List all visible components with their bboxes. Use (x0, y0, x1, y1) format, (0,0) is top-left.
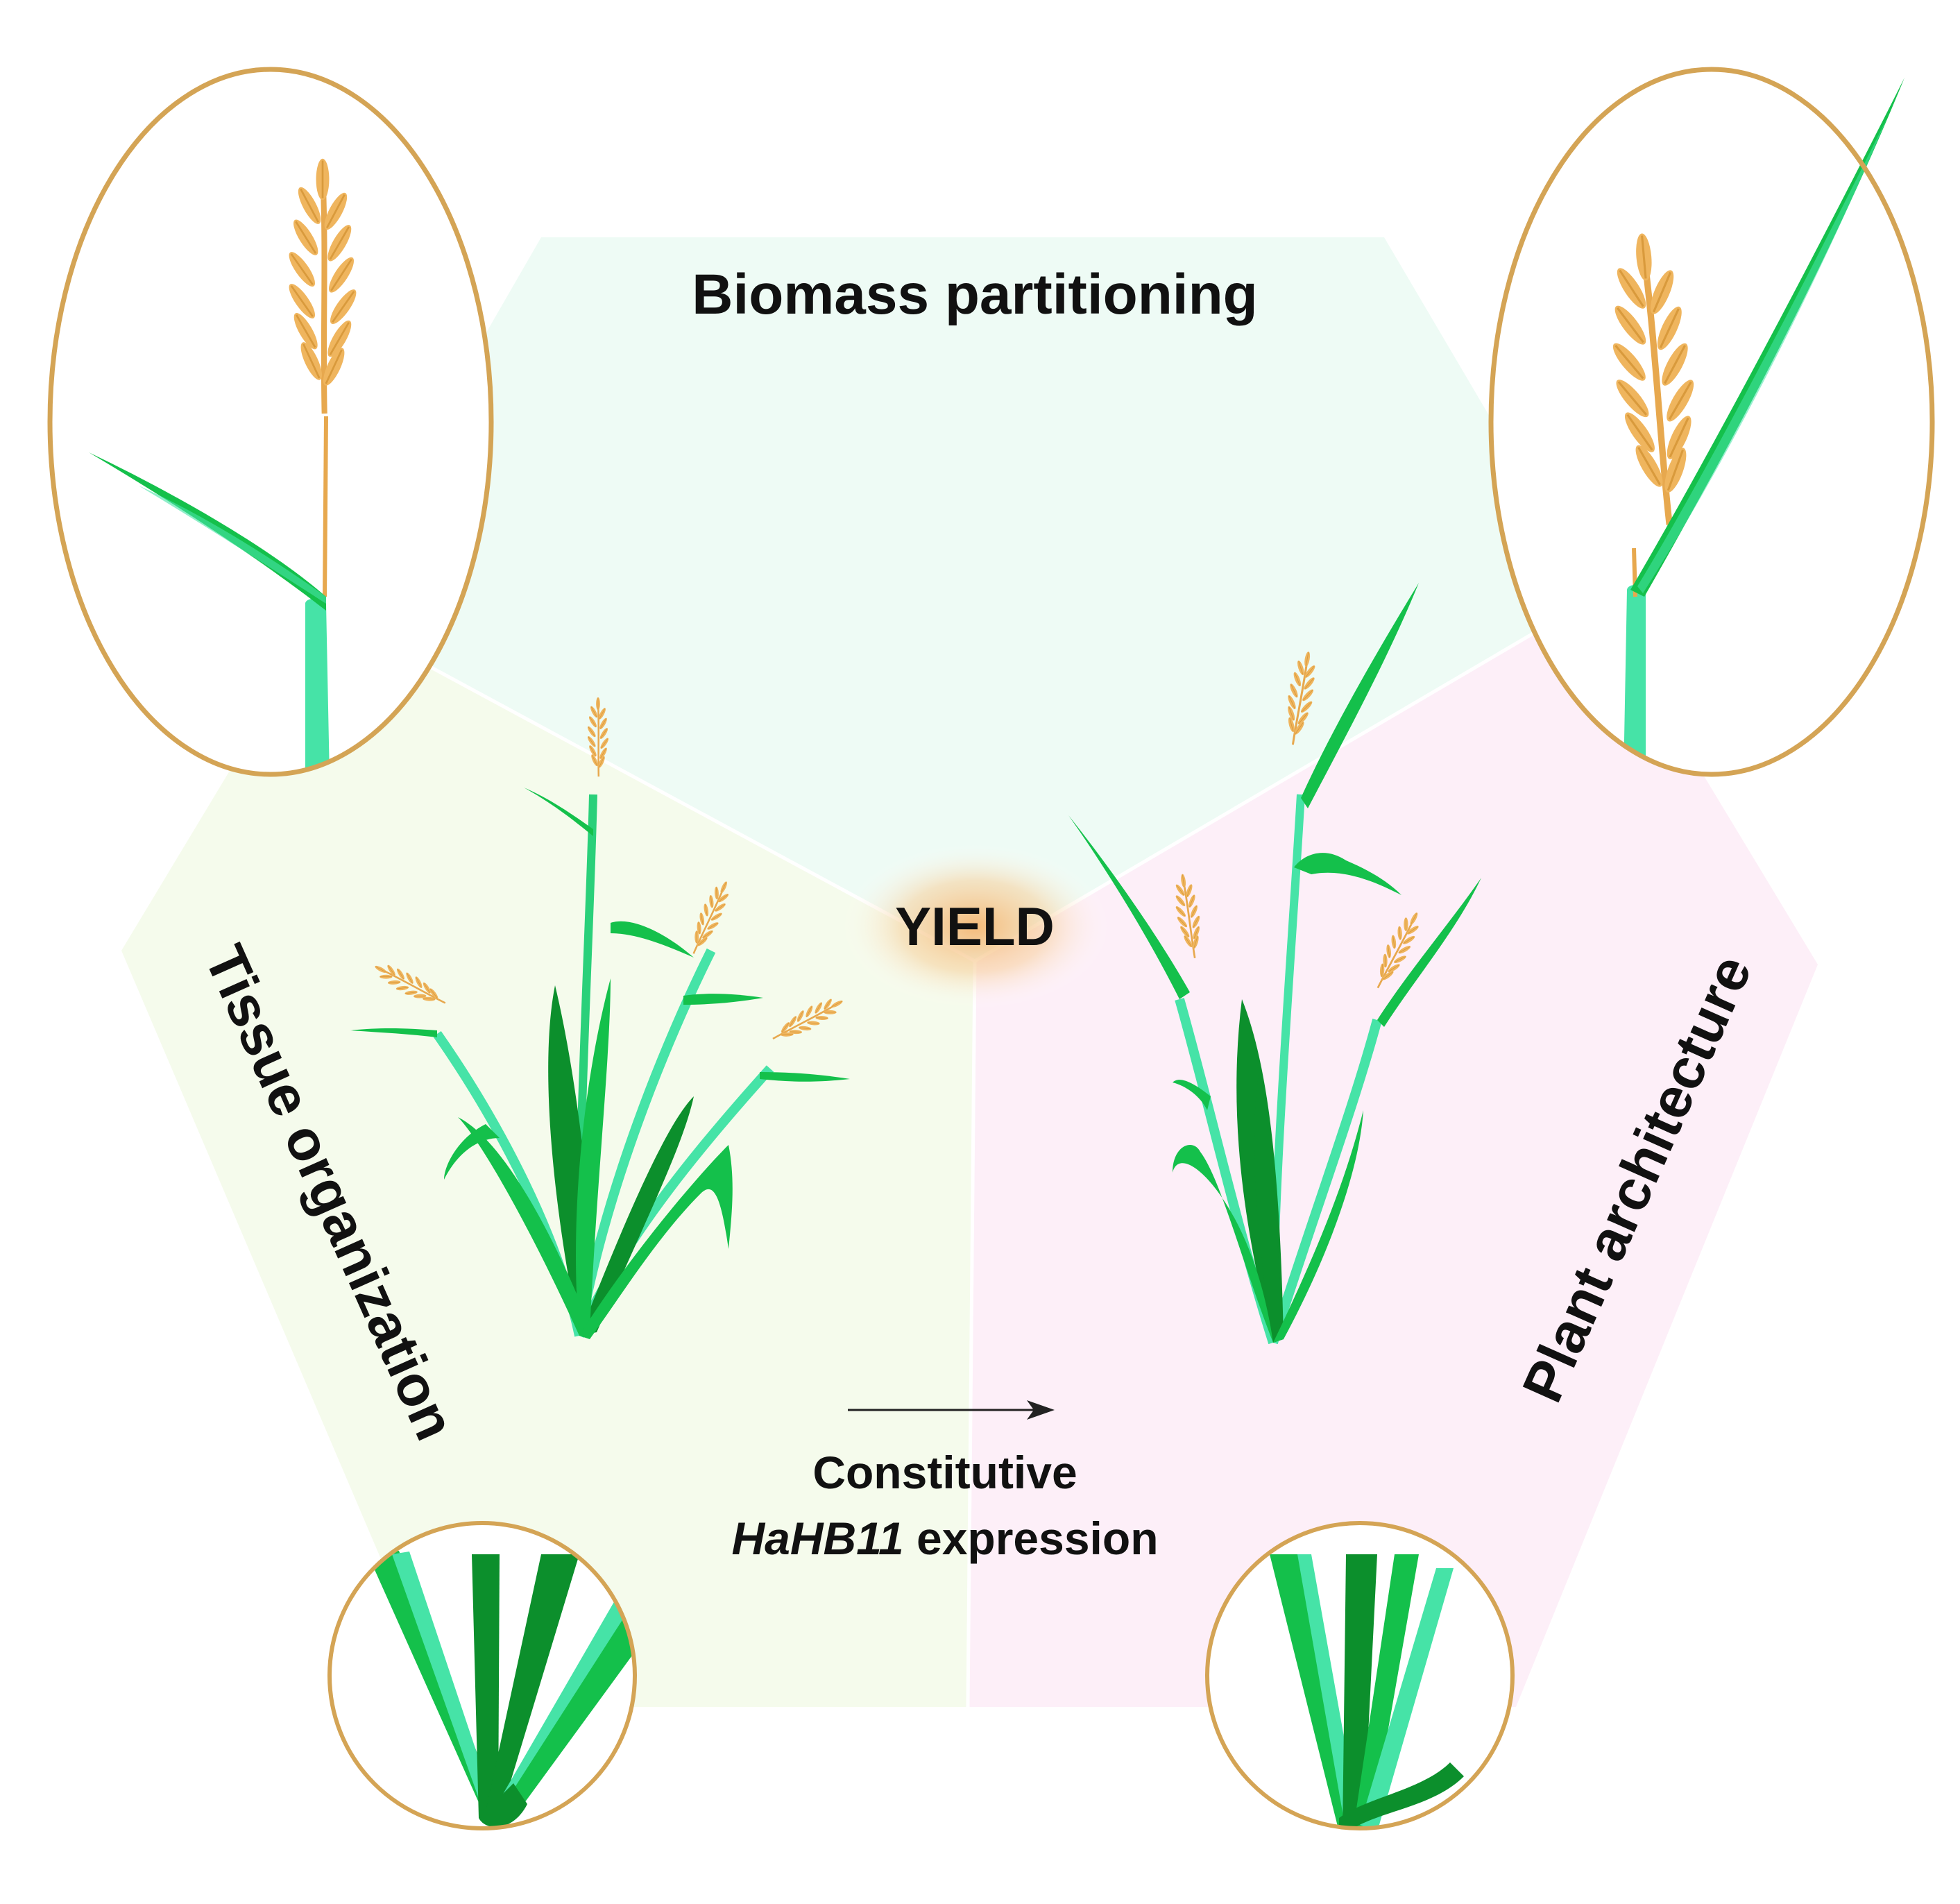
label-biomass-partitioning: Biomass partitioning (692, 263, 1258, 326)
hahb11-transgenic-plant (1068, 583, 1481, 1345)
panel-biomass-partitioning (326, 237, 1596, 961)
caption-line-2: HaHB11 expression (731, 1513, 1158, 1564)
label-yield: YIELD (895, 896, 1055, 957)
gene-name: HaHB11 (731, 1513, 903, 1564)
arrow-right-icon (848, 1400, 1055, 1420)
caption-expression: expression (904, 1513, 1159, 1564)
zoom-transgenic-panicle (1488, 67, 1935, 777)
rice-plant-icon (350, 697, 850, 1339)
wild-type-plant (350, 697, 850, 1339)
panel-plant-architecture (968, 597, 1818, 1707)
yield-glow (840, 843, 1110, 1010)
panel-tissue-organization (121, 611, 975, 1707)
caption-line-1: Constitutive (812, 1447, 1077, 1498)
rice-plant-icon (1068, 583, 1481, 1345)
zoom-wild-type-base (327, 1521, 637, 1830)
zoom-wild-type-panicle (47, 67, 494, 777)
zoom-transgenic-base (1205, 1521, 1515, 1830)
